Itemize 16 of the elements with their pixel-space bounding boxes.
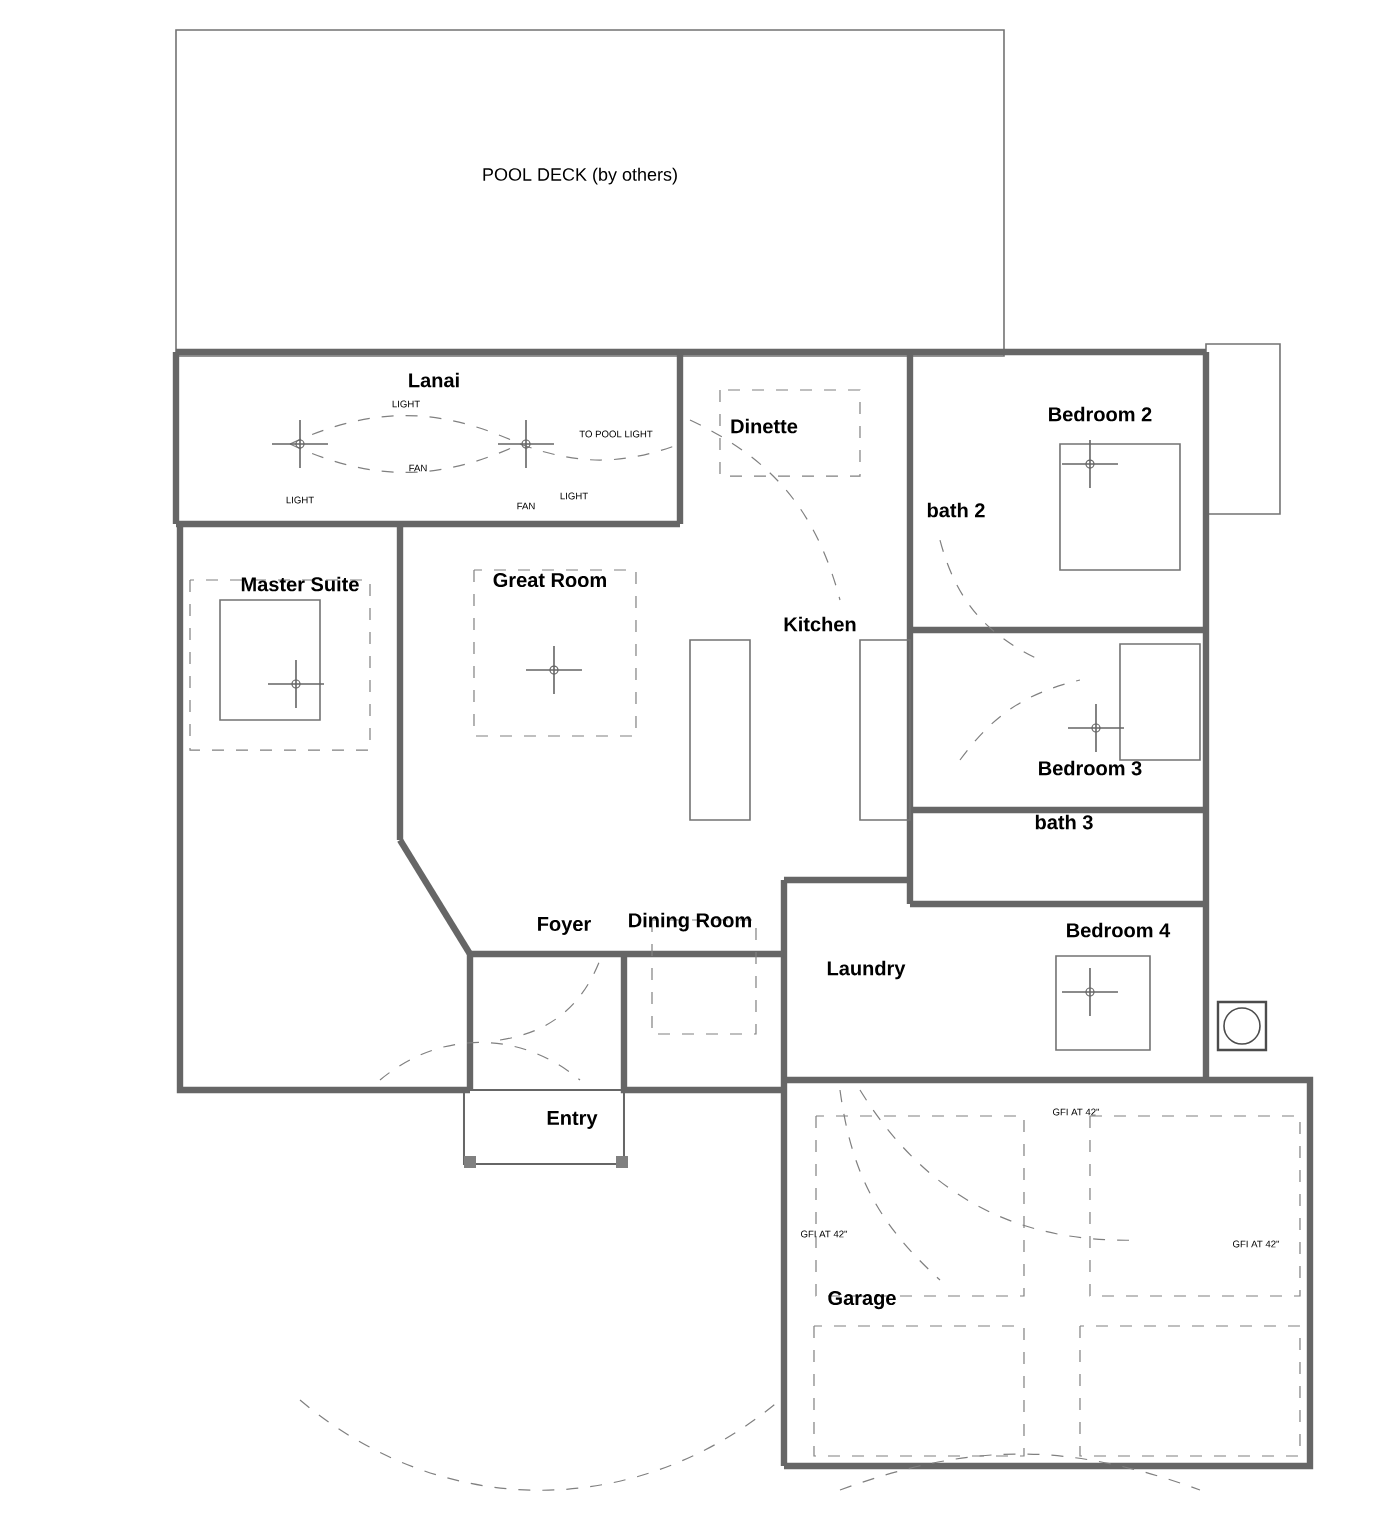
- room-label: Kitchen: [784, 616, 856, 632]
- room-label: Lanai: [409, 372, 459, 388]
- room-label: Bedroom 4: [1067, 922, 1171, 938]
- room-label: Dining Room: [629, 912, 751, 932]
- room-label: Bedroom 2: [1049, 406, 1152, 422]
- room-label: Bedroom 3: [1039, 760, 1142, 776]
- room-label: Master Suite: [241, 576, 359, 592]
- room-label: Laundry: [827, 960, 906, 980]
- room-label: bath 3: [1035, 814, 1093, 830]
- area-label: POOL DECK (by others): [483, 167, 677, 185]
- room-label: Foyer: [538, 917, 591, 935]
- room-label: Great Room: [493, 572, 606, 588]
- room-label: Garage: [828, 1290, 896, 1310]
- room-label: Dinette: [731, 418, 798, 434]
- room-label: Entry: [547, 1111, 598, 1129]
- room-label: bath 2: [927, 502, 985, 518]
